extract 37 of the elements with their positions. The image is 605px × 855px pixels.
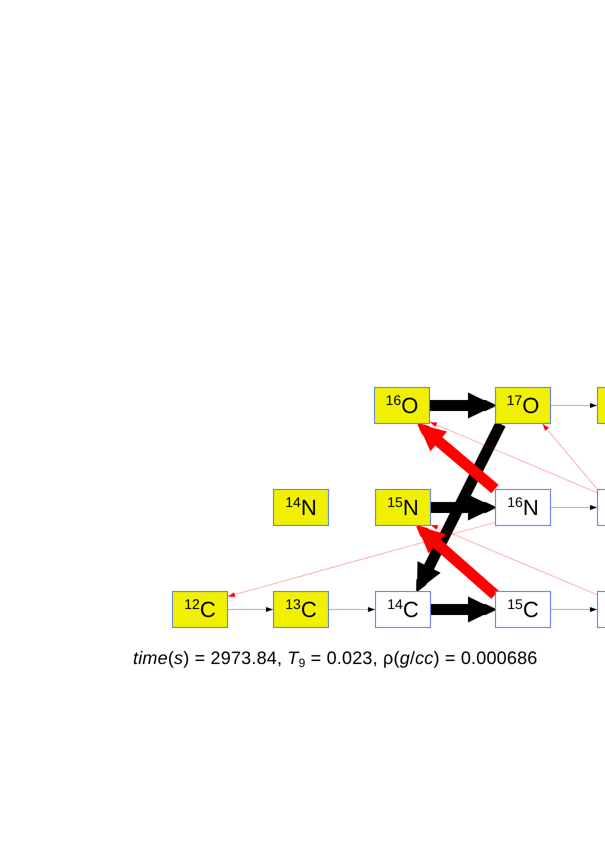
nuclide-box (273, 489, 329, 526)
isotope-symbol: $^{15}$C (507, 598, 539, 620)
arrow (550, 607, 598, 612)
nuclide-box (597, 489, 605, 526)
arrow (416, 422, 499, 494)
arrow (431, 494, 495, 520)
nuclide-box (495, 591, 551, 628)
arrow (430, 524, 598, 596)
isotope-symbol: $^{14}$C (387, 598, 419, 620)
nuclide-box (375, 591, 431, 628)
arrow (228, 522, 496, 598)
arrow (228, 607, 274, 612)
arrow (550, 505, 598, 510)
nuclide-box (172, 591, 228, 628)
nuclide-box (374, 387, 430, 424)
arrow (550, 403, 598, 408)
isotope-symbol: $^{17}$O (506, 394, 540, 416)
isotope-symbol: $^{15}$N (387, 496, 419, 518)
isotope-symbol: $^{14}$N (285, 496, 317, 518)
nuclide-box (597, 387, 605, 424)
arrow (416, 422, 506, 593)
nuclide-box (495, 387, 551, 424)
nuclide-box (597, 591, 605, 628)
arrow (542, 424, 598, 490)
arrow (416, 524, 499, 599)
nuclide-box (495, 489, 551, 526)
isotope-symbol: $^{13}$C (285, 598, 317, 620)
arrow (430, 422, 598, 494)
arrow (431, 596, 495, 622)
caption: time(s) = 2973.84, T$_{9}$ = 0.023, ρ(g/cc) = 0.000686 (133, 648, 538, 670)
isotope-symbol: $^{16}$N (507, 496, 539, 518)
isotope-symbol: $^{12}$C (184, 598, 216, 620)
arrow (328, 607, 376, 612)
nuclide-box (273, 591, 329, 628)
arrow (430, 392, 495, 418)
isotope-symbol: $^{16}$O (386, 394, 418, 416)
nuclide-box (375, 489, 431, 526)
